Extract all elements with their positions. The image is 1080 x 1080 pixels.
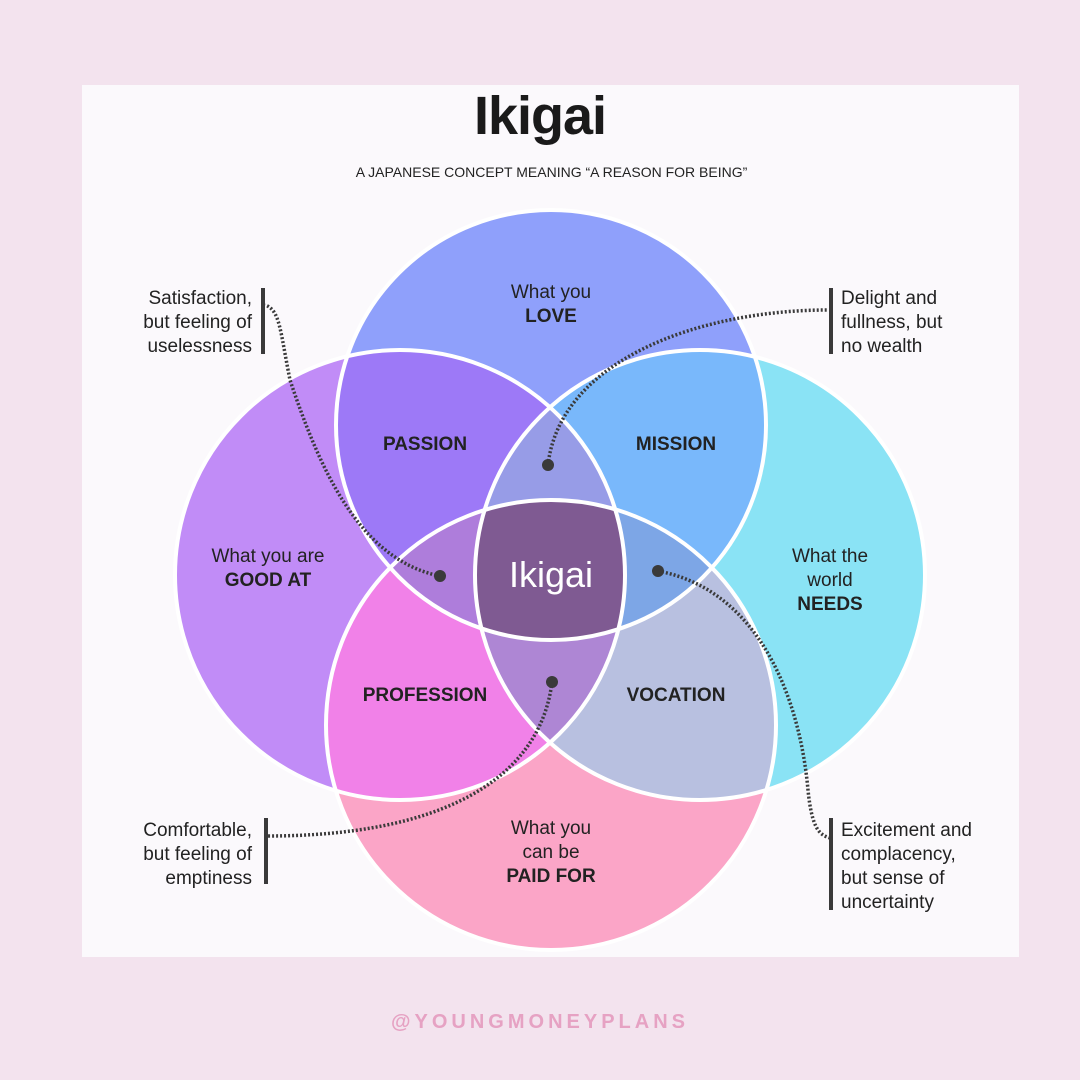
label-love-line2: LOVE — [525, 306, 577, 327]
page-subtitle: A JAPANESE CONCEPT MEANING “A REASON FOR… — [355, 164, 748, 180]
note-line: but feeling of — [143, 312, 252, 333]
note-line: uselessness — [147, 336, 252, 357]
connector-passion — [264, 303, 441, 578]
note-line: but feeling of — [143, 844, 252, 865]
note-line: Excitement and — [841, 820, 972, 841]
connector-dots — [434, 459, 664, 688]
note-line: but sense of — [841, 868, 945, 889]
label-paid-for-line2: can be — [522, 842, 579, 863]
footer-handle: @YOUNGMONEYPLANS — [391, 1011, 689, 1033]
label-needs-line1: What the — [792, 546, 868, 567]
circle-outlines — [173, 208, 927, 952]
label-good-at-line2: GOOD AT — [225, 570, 312, 591]
connector-mission — [546, 308, 829, 466]
note-line: fullness, but — [841, 312, 943, 333]
note-bar-top-right — [829, 288, 833, 354]
label-profession: PROFESSION — [363, 685, 488, 706]
note-line: Delight and — [841, 288, 938, 309]
connector-vocation — [657, 569, 831, 840]
note-bottom-right: Excitement and complacency, but sense of… — [841, 819, 1021, 915]
dot-profession — [546, 676, 558, 688]
label-mission: MISSION — [636, 434, 716, 455]
note-top-left: Satisfaction, but feeling of uselessness — [100, 287, 252, 359]
region-top-lens — [475, 350, 625, 640]
label-ikigai-center: Ikigai — [509, 554, 593, 595]
region-left-lens — [336, 500, 625, 640]
label-good-at-line1: What you are — [212, 546, 325, 567]
dot-mission — [542, 459, 554, 471]
note-line: complacency, — [841, 844, 956, 865]
label-vocation: VOCATION — [627, 685, 726, 706]
note-bar-bottom-left — [264, 818, 268, 884]
label-passion: PASSION — [383, 434, 467, 455]
note-bar-bottom-right — [829, 818, 833, 910]
note-top-right: Delight and fullness, but no wealth — [841, 287, 1021, 359]
note-bottom-left: Comfortable, but feeling of emptiness — [100, 819, 252, 891]
label-paid-for-line1: What you — [511, 818, 591, 839]
note-bar-top-left — [261, 288, 265, 354]
note-line: no wealth — [841, 336, 923, 357]
region-bottom-lens — [475, 500, 625, 800]
region-right-lens — [475, 500, 766, 640]
note-line: uncertainty — [841, 892, 934, 913]
note-line: emptiness — [165, 868, 252, 889]
dot-passion — [434, 570, 446, 582]
note-line: Comfortable, — [143, 820, 252, 841]
label-needs-line3: NEEDS — [797, 594, 862, 615]
label-needs-line2: world — [806, 570, 852, 591]
label-love-line1: What you — [511, 282, 591, 303]
connector-lines — [264, 303, 831, 840]
connector-profession — [267, 681, 554, 838]
dot-vocation — [652, 565, 664, 577]
note-line: Satisfaction, — [148, 288, 253, 309]
label-paid-for-line3: PAID FOR — [506, 866, 596, 887]
page-title: Ikigai — [473, 86, 607, 146]
